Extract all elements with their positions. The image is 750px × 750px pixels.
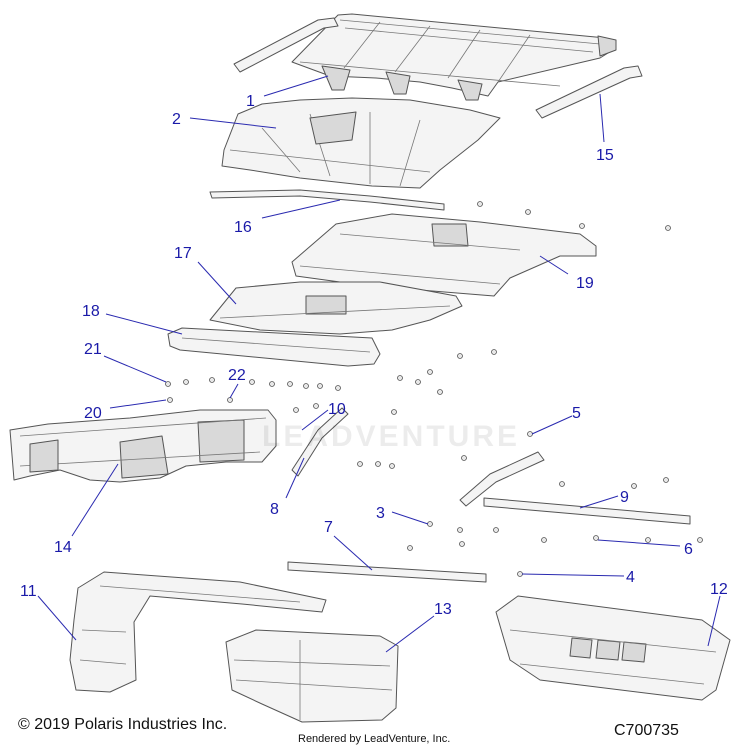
callout-22: 22 bbox=[228, 367, 246, 384]
front-headliner-panel bbox=[209, 281, 463, 335]
headliner-seal-strip bbox=[209, 189, 445, 211]
leader-lines bbox=[37, 75, 721, 653]
leader-15 bbox=[599, 93, 605, 143]
callout-numbers: 1 2 3 4 5 6 7 8 9 10 11 12 13 14 15 16 1… bbox=[20, 93, 728, 618]
leader-12 bbox=[707, 595, 721, 647]
leader-19 bbox=[539, 255, 569, 275]
leader-5 bbox=[531, 415, 573, 435]
leader-3 bbox=[391, 511, 429, 525]
callout-15: 15 bbox=[596, 147, 614, 164]
callout-8: 8 bbox=[270, 501, 279, 518]
callout-11: 11 bbox=[20, 583, 37, 600]
lower-trim-bar bbox=[287, 561, 487, 583]
pillar-trim-right bbox=[459, 451, 545, 507]
callout-3: 3 bbox=[376, 505, 385, 522]
callout-4: 4 bbox=[626, 569, 635, 586]
callout-21: 21 bbox=[84, 341, 102, 358]
leader-20 bbox=[109, 399, 167, 409]
callout-19: 19 bbox=[576, 275, 594, 292]
leader-4 bbox=[521, 573, 625, 577]
callout-13: 13 bbox=[434, 601, 452, 618]
leader-17 bbox=[197, 261, 237, 305]
rendered-by-credit: Rendered by LeadVenture, Inc. bbox=[298, 733, 451, 745]
leader-18 bbox=[105, 313, 183, 335]
callout-7: 7 bbox=[324, 519, 333, 536]
leader-22 bbox=[229, 383, 239, 399]
callout-10: 10 bbox=[328, 401, 346, 418]
callout-6: 6 bbox=[684, 541, 693, 558]
leader-9 bbox=[579, 495, 619, 509]
leader-1 bbox=[263, 75, 329, 97]
callout-9: 9 bbox=[620, 489, 629, 506]
left-side-panel bbox=[69, 571, 327, 693]
leader-21 bbox=[103, 355, 167, 383]
roof-panel bbox=[291, 13, 617, 101]
callout-5: 5 bbox=[572, 405, 581, 422]
pillar-trim-left bbox=[291, 407, 349, 477]
copyright-notice: © 2019 Polaris Industries Inc. bbox=[18, 716, 228, 733]
figure-id: C700735 bbox=[614, 722, 679, 739]
leader-7 bbox=[333, 535, 373, 571]
leader-14 bbox=[71, 463, 119, 537]
leader-10 bbox=[301, 409, 329, 431]
center-side-panel bbox=[225, 629, 399, 723]
headliner bbox=[221, 97, 501, 189]
callout-12: 12 bbox=[710, 581, 728, 598]
callout-20: 20 bbox=[84, 405, 102, 422]
cross-bar-trim bbox=[483, 497, 691, 525]
watermark: LEADVENTURE bbox=[262, 420, 521, 453]
callout-16: 16 bbox=[234, 219, 252, 236]
callout-1: 1 bbox=[246, 93, 255, 110]
callout-17: 17 bbox=[174, 245, 192, 262]
right-side-panel bbox=[495, 595, 731, 701]
leader-6 bbox=[597, 539, 681, 547]
leader-13 bbox=[385, 615, 435, 653]
callout-14: 14 bbox=[54, 539, 72, 556]
leader-16 bbox=[261, 199, 341, 219]
leader-8 bbox=[285, 457, 305, 499]
dashboard-frame bbox=[9, 409, 277, 483]
leader-11 bbox=[37, 595, 77, 641]
callout-18: 18 bbox=[82, 303, 100, 320]
leader-2 bbox=[189, 117, 277, 129]
roof-trim-strip-right bbox=[535, 65, 643, 119]
fastener-hardware bbox=[165, 201, 703, 577]
dash-header-panel bbox=[167, 327, 381, 367]
callout-2: 2 bbox=[172, 111, 181, 128]
roof-trim-strip-left bbox=[233, 17, 339, 73]
